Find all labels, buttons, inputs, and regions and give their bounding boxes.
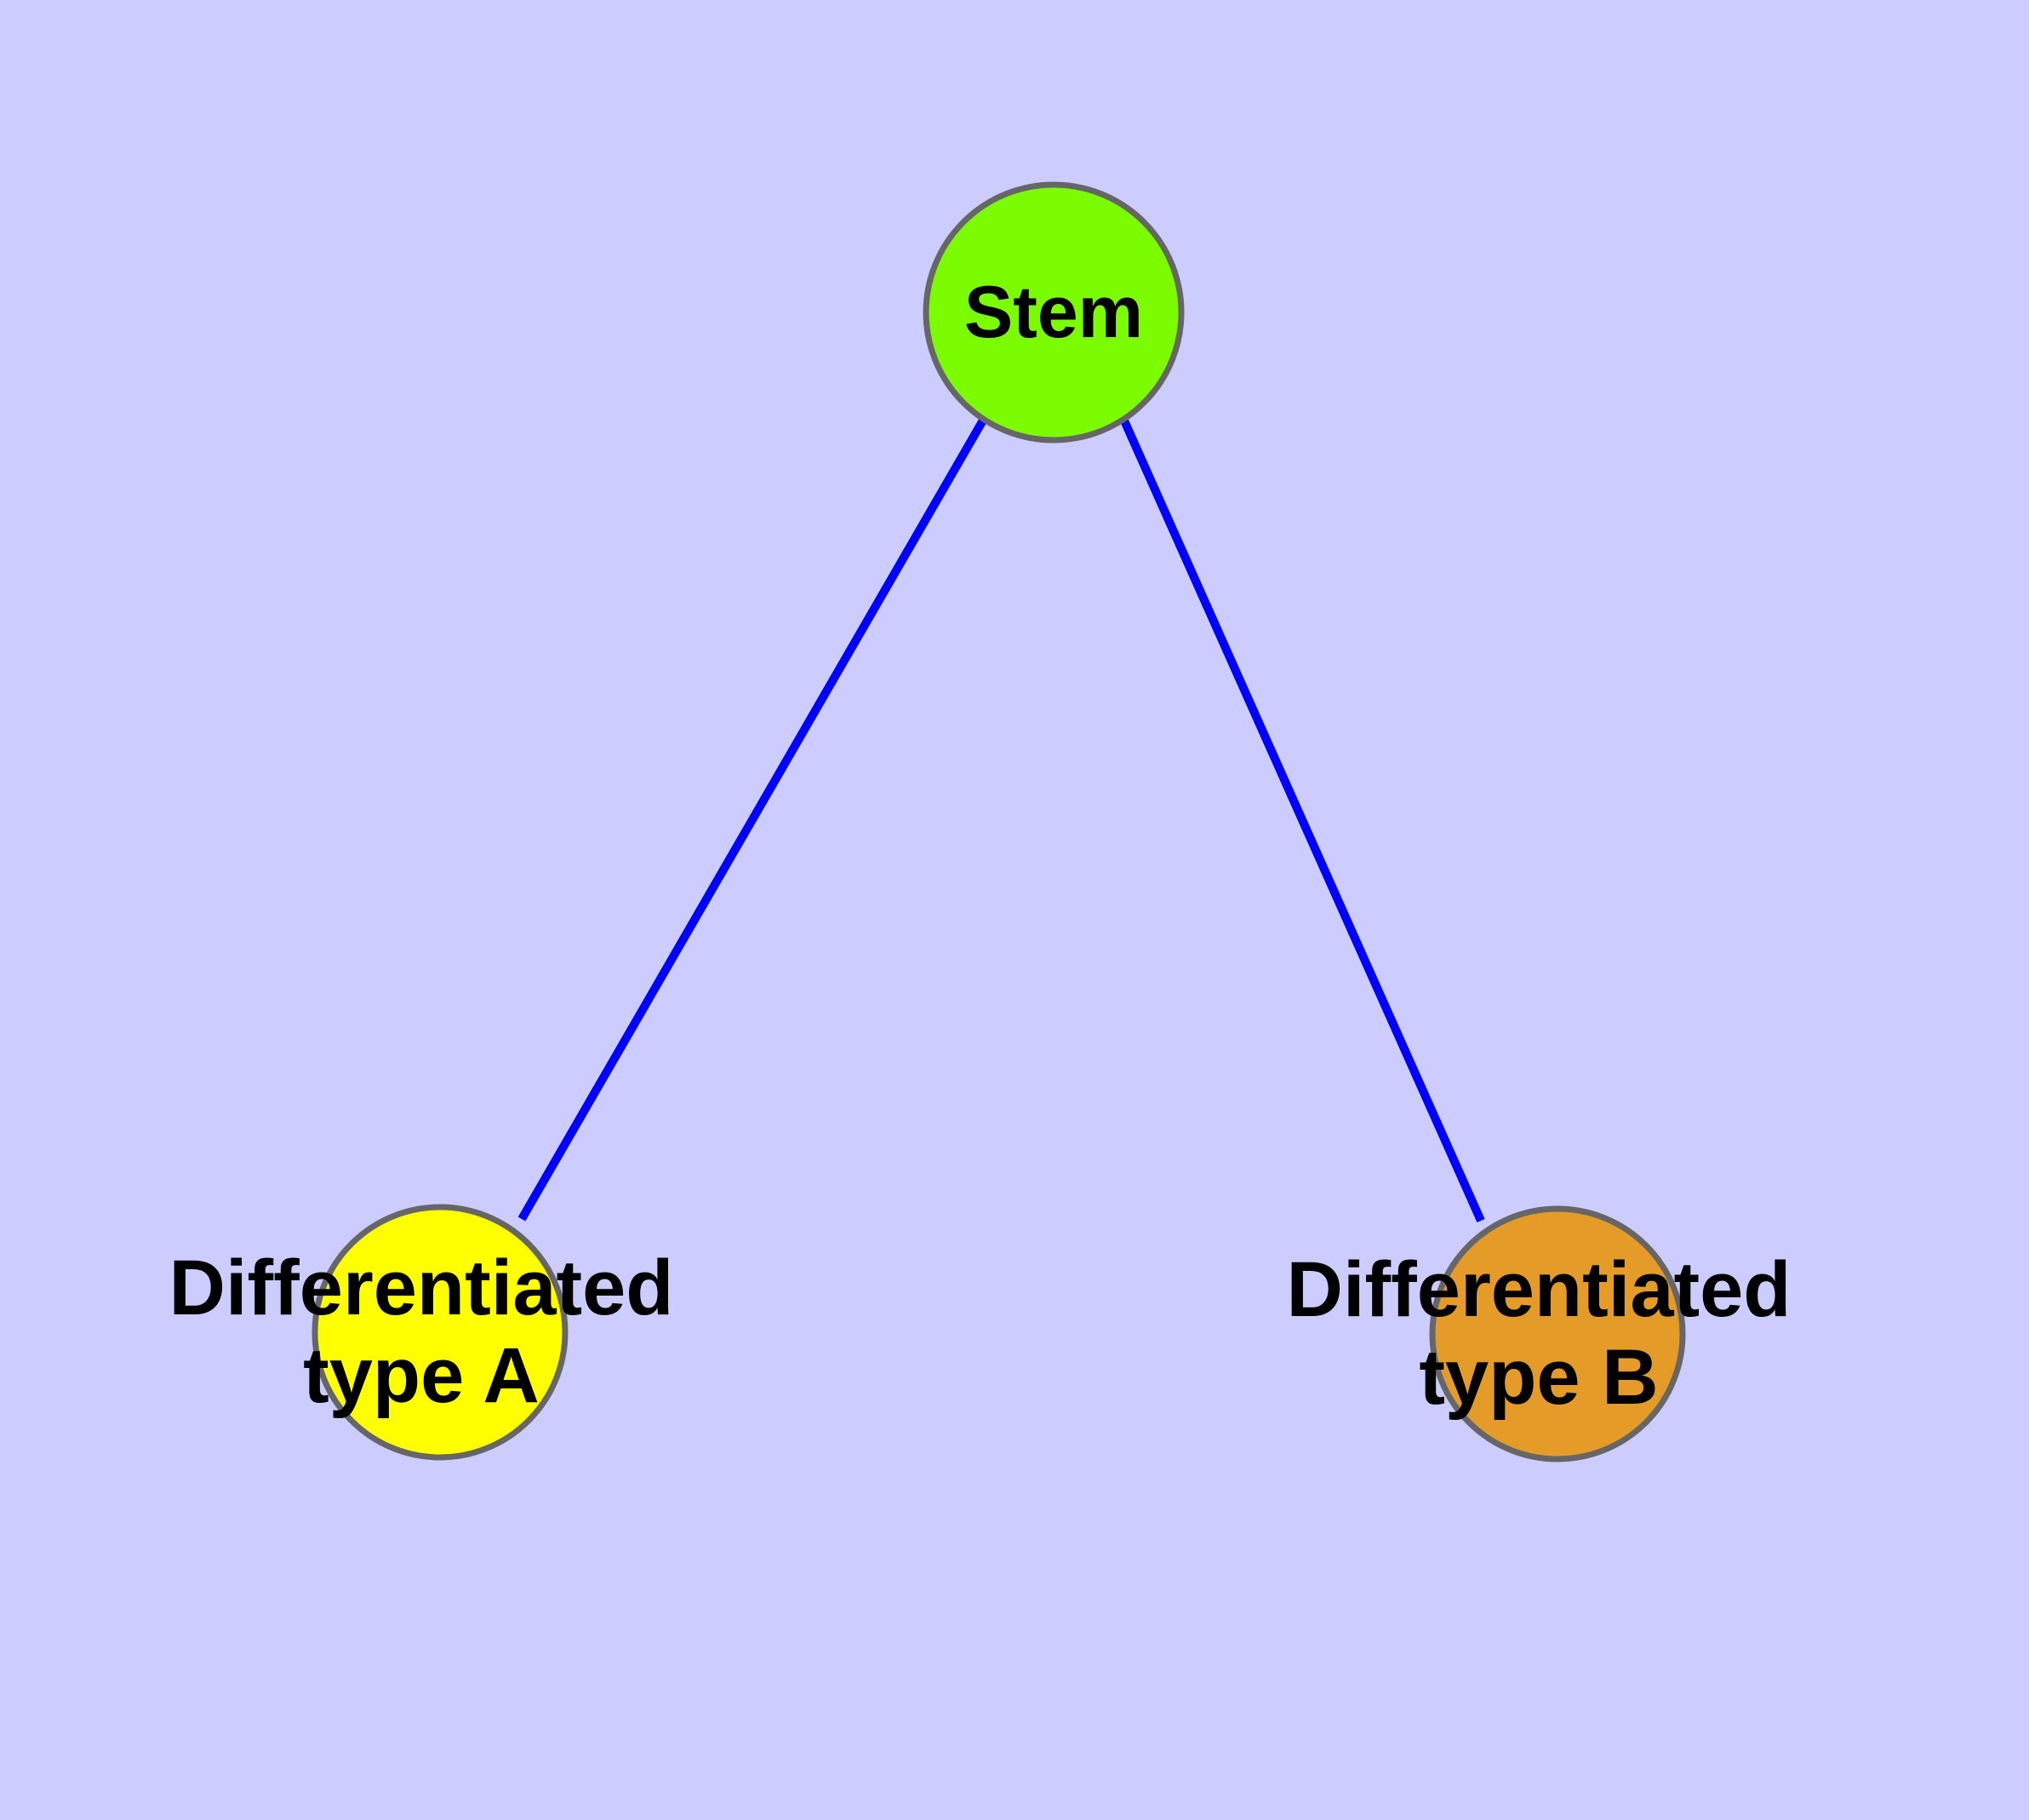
node-type-b[interactable] [1429, 1205, 1686, 1462]
node-stem[interactable] [923, 181, 1185, 444]
edges-group [517, 416, 1485, 1223]
edge-stem-to-type-b [1119, 416, 1485, 1223]
nodes-group [311, 181, 1686, 1462]
edge-stem-to-type-a [517, 416, 988, 1222]
node-type-a[interactable] [311, 1204, 569, 1461]
